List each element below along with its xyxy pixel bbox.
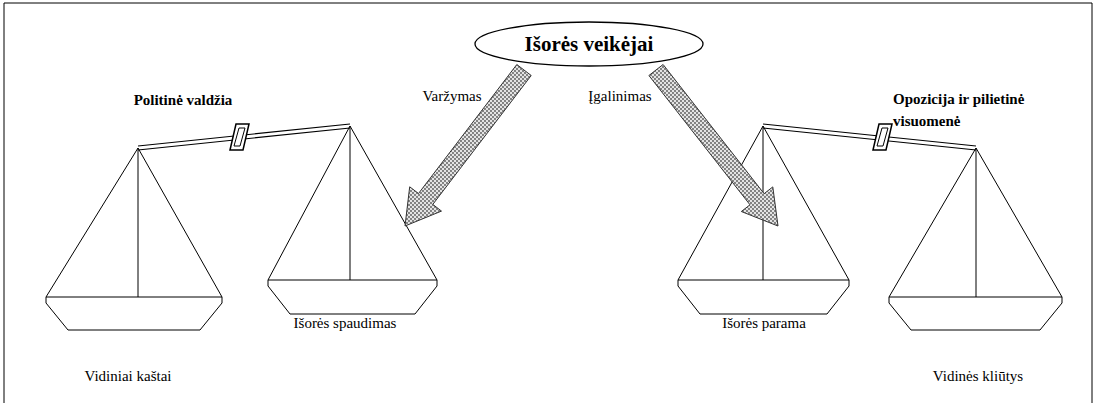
empowerment-label: Įgalinimas — [588, 86, 651, 106]
pan-label: Išorės parama — [722, 313, 806, 333]
pan-label: Vidiniai kaštai — [85, 366, 172, 386]
opposition-label: Opozicija ir pilietinė visuomenė — [893, 88, 1055, 132]
government-label: Politinė valdžia — [134, 90, 233, 110]
constraint-arrow — [405, 65, 531, 227]
pan-label: Išorės spaudimas — [294, 313, 397, 333]
empowerment-arrow — [649, 65, 778, 227]
actors-ellipse: Išorės veikėjai — [474, 21, 704, 67]
pan-label: Vidinės kliūtys — [933, 366, 1023, 386]
node-text: Išorės veikėjai — [525, 32, 654, 57]
constraint-label: Varžymas — [422, 86, 481, 106]
